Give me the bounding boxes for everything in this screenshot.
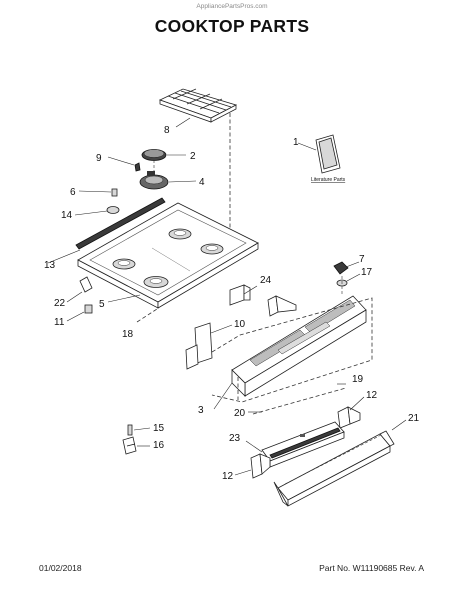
callout-5: 5 [99,299,105,310]
alignment-guide-18 [136,308,158,323]
control-knob [333,261,360,275]
grommet-14 [74,206,120,216]
callout-18: 18 [122,329,134,340]
burner-cap [141,149,186,161]
screw-15 [127,424,151,436]
callout-14: 14 [61,210,73,221]
footer-part-number: Part No. W11190685 Rev. A [319,563,424,573]
callout-7: 7 [359,254,365,265]
bracket-24b [267,295,297,317]
callout-12b: 12 [222,471,234,482]
bracket-24 [229,284,258,306]
callout-15: 15 [153,423,165,434]
callout-2: 2 [190,151,196,162]
callout-11: 11 [54,317,65,328]
spark-electrode [107,156,141,172]
callout-20: 20 [234,408,246,419]
callout-17: 17 [361,267,373,278]
screw-6 [78,188,118,197]
burner-rail [47,197,166,264]
callout-22: 22 [54,298,66,309]
callout-13: 13 [44,260,56,271]
callout-10: 10 [234,319,246,330]
bracket-12a [337,396,365,429]
callout-19: 19 [352,374,364,385]
footer-date: 01/02/2018 [39,563,82,573]
literature-parts-label: Literature Parts [311,177,346,183]
watermark-text: AppliancePartsPros.com [196,3,268,10]
burner-grate [158,88,238,128]
alignment-guide-panel [211,297,373,403]
console-trim [273,419,407,507]
callout-23: 23 [229,433,241,444]
callout-9: 9 [96,153,102,164]
callout-4: 4 [199,177,205,188]
clip-16 [122,436,150,455]
page-title: COOKTOP PARTS [154,16,310,36]
callout-12a: 12 [366,390,378,401]
bracket-12b [234,453,271,479]
cooktop-panel [77,202,259,309]
control-panel-assembly [213,295,367,410]
callout-8: 8 [164,125,170,136]
clip-22 [66,276,93,303]
callout-3: 3 [198,405,204,416]
callout-24: 24 [260,275,272,286]
callout-16: 16 [153,440,165,451]
callout-6: 6 [70,187,76,198]
wire-harness [252,383,347,415]
literature-booklet [297,134,341,174]
bracket-10 [185,322,233,370]
burner-base [139,160,197,190]
callout-21: 21 [408,413,420,424]
screw-11 [66,304,93,322]
callout-1: 1 [293,137,299,148]
